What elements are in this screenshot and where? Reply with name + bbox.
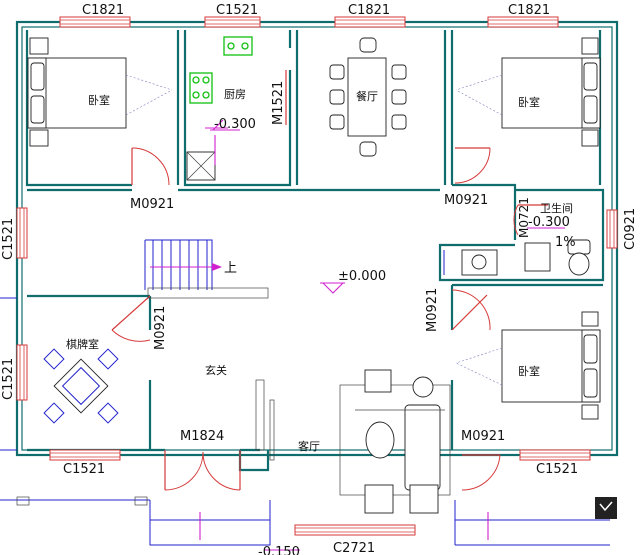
living-sofa <box>339 369 451 514</box>
window-label-bottom-1: C1521 <box>63 462 105 477</box>
kitchen-fixtures <box>186 36 253 181</box>
window-label-right-1: C0921 <box>623 208 638 250</box>
room-label-bedroom-se: 卧室 <box>518 364 540 378</box>
door-label-bathroom: M0721 <box>517 197 531 238</box>
door-entrance <box>164 450 241 491</box>
room-label-bedroom-ne: 卧室 <box>518 95 540 109</box>
partition <box>255 379 275 461</box>
door-bathroom <box>513 204 548 236</box>
room-label-dining: 餐厅 <box>356 89 378 103</box>
door-mahjong <box>111 295 151 342</box>
door-label-entrance: M1824 <box>180 429 224 444</box>
window-left-2 <box>16 344 28 401</box>
door-label-bedroom-se: M0921 <box>461 429 505 444</box>
window-label-left-2: C1521 <box>1 358 16 400</box>
bed-ne <box>455 37 601 147</box>
door-bedroom-se-side <box>451 289 491 331</box>
room-label-bedroom-nw: 卧室 <box>88 93 110 107</box>
door-labels: M0921 M1521 M0921 M0721 M0921 M0921 M182… <box>130 81 531 444</box>
level-markers <box>199 119 565 551</box>
door-label-bedroom-nw: M0921 <box>130 197 174 212</box>
window-left-1 <box>16 207 28 259</box>
window-label-top-2: C1521 <box>216 3 258 18</box>
bathroom-fixtures <box>443 239 591 276</box>
window-bottom-1 <box>49 449 121 461</box>
level-label-main: ±0.000 <box>338 269 386 284</box>
window-top-3 <box>334 16 406 28</box>
window-label-top-3: C1821 <box>348 3 390 18</box>
window-bottom-3 <box>294 524 416 536</box>
window-right-1 <box>606 209 618 249</box>
room-label-foyer: 玄关 <box>205 363 227 377</box>
room-label-living: 客厅 <box>298 439 320 453</box>
window-labels: C1821 C1521 C1821 C1821 C1521 C1521 C092… <box>1 3 638 555</box>
door-bedroom-se <box>461 454 501 491</box>
exterior-steps <box>0 297 617 546</box>
doors <box>111 70 548 491</box>
door-kitchen <box>285 70 291 125</box>
room-label-kitchen: 厨房 <box>224 88 246 101</box>
stair-label: 上 <box>224 261 237 276</box>
staircase <box>144 239 269 299</box>
door-bedroom-nw <box>131 147 170 186</box>
window-top-1 <box>59 16 131 28</box>
window-bottom-2 <box>519 449 591 461</box>
windows <box>16 16 618 536</box>
door-label-kitchen: M1521 <box>271 81 286 125</box>
window-label-top-4: C1821 <box>508 3 550 18</box>
room-labels: 卧室 厨房 餐厅 卧室 卫生间 棋牌室 玄关 客厅 卧室 <box>66 88 573 453</box>
dining-table <box>329 37 407 157</box>
room-label-bathroom: 卫生间 <box>540 201 573 215</box>
window-label-left-1: C1521 <box>1 218 16 260</box>
mahjong-table <box>43 348 119 424</box>
level-label-outside: -0.150 <box>258 545 300 555</box>
level-label-bathroom: -0.300 <box>528 215 570 230</box>
room-label-mahjong: 棋牌室 <box>66 337 99 351</box>
door-label-bedroom-ne: M0921 <box>444 193 488 208</box>
level-label-kitchen: -0.300 <box>214 117 256 132</box>
window-top-4 <box>487 16 559 28</box>
bed-nw <box>27 37 173 147</box>
level-labels: -0.300 -0.300 ±0.000 -0.150 1% 上 <box>214 117 576 555</box>
window-label-bottom-3: C2721 <box>333 541 375 555</box>
bed-se <box>455 311 601 420</box>
door-label-mahjong: M0921 <box>153 306 168 350</box>
window-top-2 <box>204 16 261 28</box>
window-label-top-1: C1821 <box>82 3 124 18</box>
door-bedroom-ne <box>454 147 491 184</box>
window-label-bottom-2: C1521 <box>536 462 578 477</box>
slope-label: 1% <box>555 235 576 250</box>
door-label-bedroom-se-side: M0921 <box>425 288 440 332</box>
